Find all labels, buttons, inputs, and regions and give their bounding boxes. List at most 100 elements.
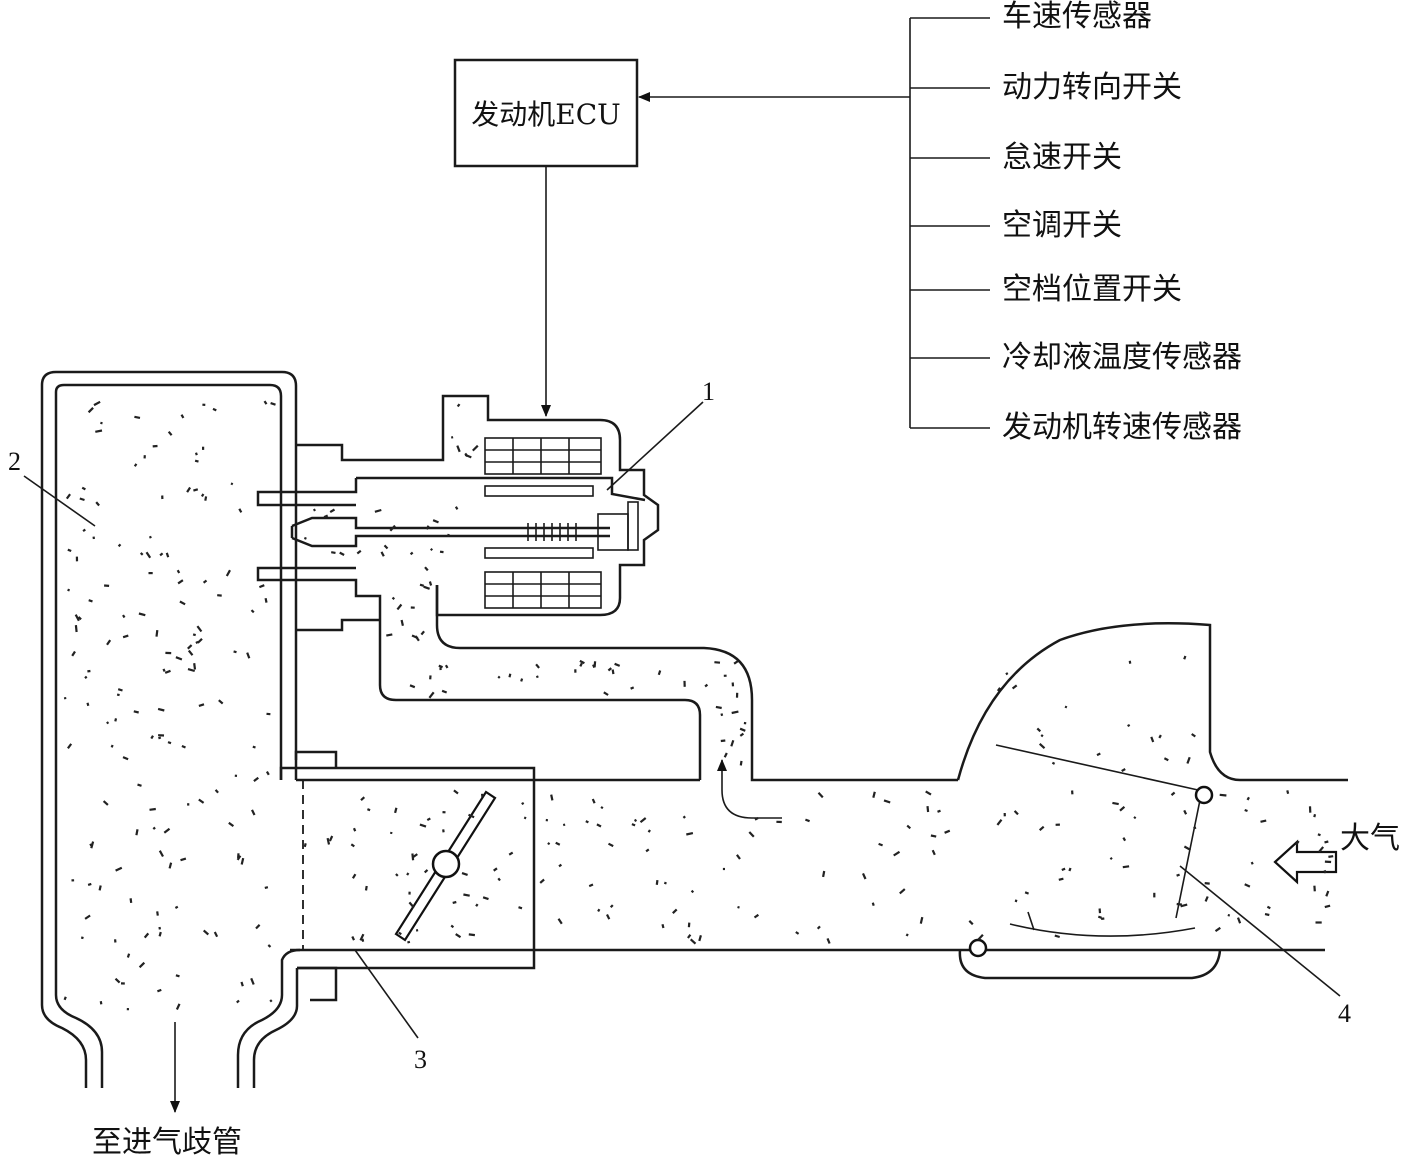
air-speck xyxy=(117,543,122,548)
air-speck xyxy=(240,981,244,987)
air-speck xyxy=(398,931,402,936)
air-speck xyxy=(396,603,403,611)
air-speck xyxy=(996,687,1001,692)
stator-lower xyxy=(484,547,594,559)
air-speck xyxy=(195,640,199,644)
air-speck xyxy=(181,744,186,749)
air-speck xyxy=(1214,926,1221,933)
air-speck xyxy=(360,796,366,802)
air-speck xyxy=(1318,846,1325,853)
air-speck xyxy=(1325,890,1330,897)
solenoid-coil-upper xyxy=(484,437,602,475)
air-flow-meter xyxy=(968,744,1214,958)
air-speck xyxy=(1183,655,1187,660)
air-speck xyxy=(698,934,702,942)
air-speck xyxy=(606,914,611,920)
air-speck xyxy=(1204,896,1209,902)
air-speck xyxy=(175,974,180,978)
air-speck xyxy=(1324,840,1329,844)
air-speck xyxy=(117,688,123,692)
input-label-power-steering-switch: 动力转向开关 xyxy=(1002,70,1182,105)
air-speck xyxy=(157,988,162,993)
air-speck xyxy=(228,821,235,827)
throttle-valve xyxy=(394,790,497,942)
air-speck xyxy=(84,914,91,920)
air-speck xyxy=(614,662,621,667)
air-speck xyxy=(720,739,726,743)
air-speck xyxy=(733,660,739,665)
air-speck xyxy=(1324,904,1331,909)
air-speck xyxy=(149,807,156,811)
input-label-neutral-position-switch: 空档位置开关 xyxy=(1002,272,1182,307)
air-speck xyxy=(731,710,739,715)
air-speck xyxy=(926,805,930,813)
air-speck xyxy=(1313,813,1317,818)
air-speck xyxy=(1250,861,1254,865)
air-speck xyxy=(1266,905,1271,910)
air-speck xyxy=(351,936,355,941)
air-speck xyxy=(81,486,86,491)
air-speck xyxy=(1005,672,1009,676)
air-speck xyxy=(187,649,194,656)
engine-ecu: 发动机ECU xyxy=(453,58,639,168)
air-speck xyxy=(193,663,197,670)
air-speck xyxy=(1068,867,1072,872)
air-speck xyxy=(176,569,181,574)
air-speck xyxy=(386,633,393,637)
air-speck xyxy=(114,977,121,984)
air-speck xyxy=(424,566,429,572)
air-speck xyxy=(95,501,100,507)
air-speck xyxy=(159,552,164,557)
air-speck xyxy=(138,612,146,617)
air-speck xyxy=(158,931,162,937)
air-speck xyxy=(455,933,462,939)
air-speck xyxy=(167,741,172,745)
air-speck xyxy=(429,547,434,551)
solenoid-coil-lower xyxy=(484,571,602,609)
air-speck xyxy=(93,400,101,407)
air-speck xyxy=(106,639,112,646)
air-speck xyxy=(739,732,745,737)
air-speck xyxy=(557,918,563,925)
air-speck xyxy=(878,842,883,847)
air-speck xyxy=(1011,684,1018,690)
air-speck xyxy=(475,903,479,907)
air-speck xyxy=(175,656,183,661)
air-speck xyxy=(521,801,525,806)
air-speck xyxy=(100,421,103,425)
air-speck xyxy=(1193,826,1197,830)
air-speck xyxy=(1122,837,1127,842)
air-speck xyxy=(1317,833,1321,837)
air-speck xyxy=(74,614,80,622)
air-speck xyxy=(715,705,722,710)
air-speck xyxy=(899,888,906,895)
air-speck xyxy=(95,429,103,433)
air-speck xyxy=(406,872,410,876)
air-speck xyxy=(389,831,393,835)
air-speck xyxy=(204,496,208,501)
air-speck xyxy=(326,837,331,845)
air-speck xyxy=(550,794,554,801)
air-speck xyxy=(805,818,810,823)
air-speck xyxy=(555,841,561,846)
input-label-engine-speed-sensor: 发动机转速传感器 xyxy=(1002,410,1242,445)
air-speck xyxy=(202,579,208,584)
air-speck xyxy=(1038,825,1045,832)
air-speck xyxy=(129,898,133,904)
air-speck xyxy=(508,851,514,856)
air-speck xyxy=(826,937,831,944)
air-speck xyxy=(919,916,924,924)
ecu-label: 发动机ECU xyxy=(471,98,620,131)
air-speck xyxy=(748,831,755,838)
air-speck xyxy=(468,933,476,937)
air-speck xyxy=(246,652,251,659)
air-speck xyxy=(252,745,256,749)
air-speck xyxy=(187,668,196,673)
air-speck xyxy=(1112,801,1119,806)
air-speck xyxy=(520,678,524,682)
air-speck xyxy=(145,551,152,559)
air-speck xyxy=(198,798,205,804)
air-speck xyxy=(655,879,659,885)
air-speck xyxy=(450,924,455,929)
